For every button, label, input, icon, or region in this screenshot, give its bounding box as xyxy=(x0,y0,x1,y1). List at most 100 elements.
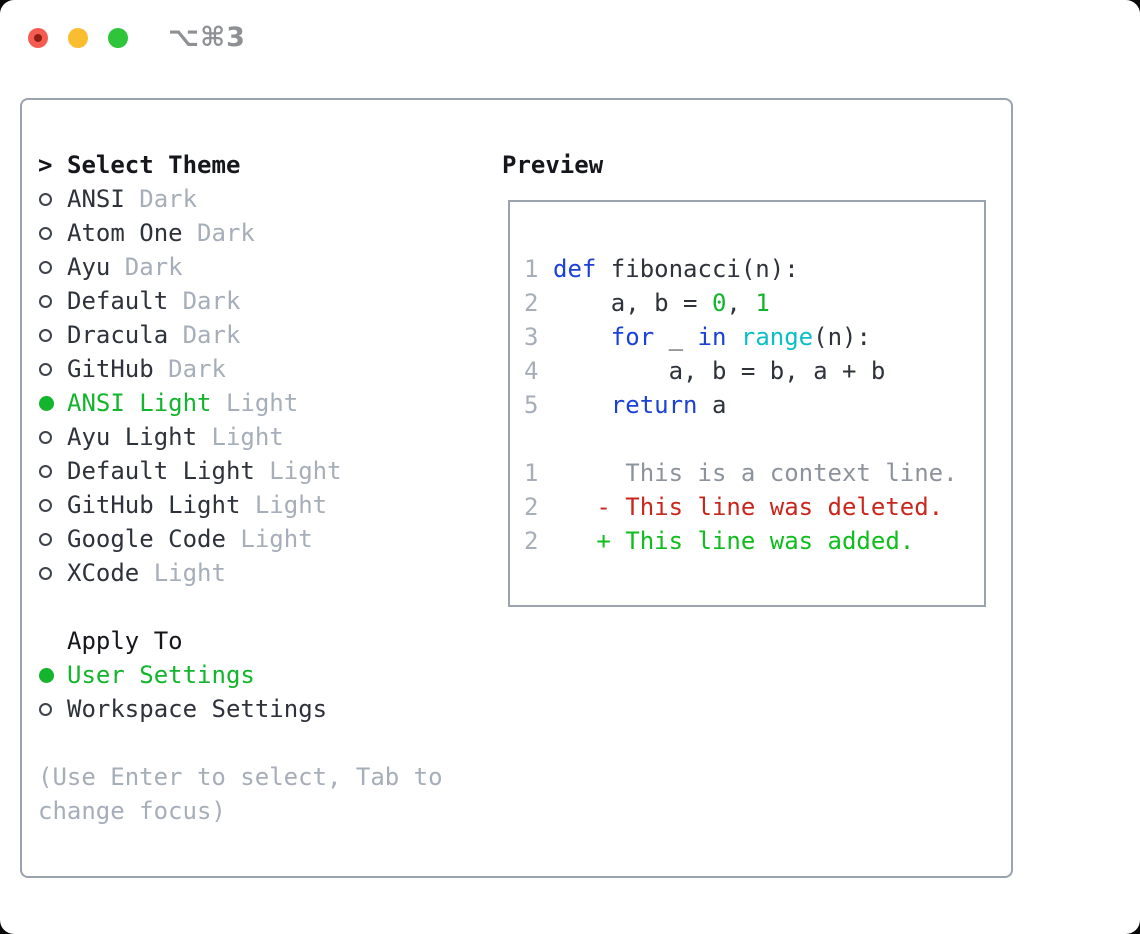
theme-variant-label: Light xyxy=(240,491,328,519)
theme-option-dracula[interactable]: Dracula Dark xyxy=(38,318,478,352)
token-keyword: def xyxy=(553,255,597,283)
code-line: 2 a, b = 0, 1 xyxy=(524,286,984,320)
theme-variant-label: Light xyxy=(211,389,299,417)
zoom-button[interactable] xyxy=(108,28,128,48)
token-plain xyxy=(553,391,611,419)
theme-option-xcode[interactable]: XCode Light xyxy=(38,556,478,590)
spacer xyxy=(38,590,478,624)
code-text: return a xyxy=(553,391,727,419)
theme-option-github-light[interactable]: GitHub Light Light xyxy=(38,488,478,522)
spacer xyxy=(38,726,478,760)
theme-option-label: Ayu xyxy=(67,253,111,281)
token-plain: a xyxy=(697,391,727,419)
token-plain: , xyxy=(726,289,756,317)
radio-icon xyxy=(38,362,67,376)
close-button[interactable] xyxy=(28,28,48,48)
radio-selected-icon xyxy=(38,395,67,411)
diff-line-context: 1 This is a context line. xyxy=(524,456,984,490)
theme-option-ansi[interactable]: ANSI Dark xyxy=(38,182,478,216)
code-line: 4 a, b = b, a + b xyxy=(524,354,984,388)
theme-option-default[interactable]: Default Dark xyxy=(38,284,478,318)
token-keyword: for xyxy=(610,323,655,351)
token-plain xyxy=(553,323,611,351)
preview-title: Preview xyxy=(502,151,604,179)
radio-icon xyxy=(38,328,67,342)
radio-icon xyxy=(38,226,67,240)
radio-icon xyxy=(38,260,67,274)
line-number: 2 xyxy=(524,527,539,555)
radio-selected-icon xyxy=(38,667,67,683)
theme-variant-label: Light xyxy=(225,525,313,553)
theme-option-ayu-light[interactable]: Ayu Light Light xyxy=(38,420,478,454)
token-function: range xyxy=(740,323,814,351)
token-keyword: in xyxy=(697,323,727,351)
diff-text: - This line was deleted. xyxy=(553,493,944,521)
radio-icon xyxy=(38,294,67,308)
theme-variant-label: Dark xyxy=(168,287,241,315)
code-text: a, b = b, a + b xyxy=(553,357,886,385)
theme-option-default-light[interactable]: Default Light Light xyxy=(38,454,478,488)
radio-icon xyxy=(38,498,67,512)
apply-option-label: User Settings xyxy=(67,661,255,689)
line-number: 2 xyxy=(524,493,539,521)
theme-option-label: ANSI Light xyxy=(67,389,212,417)
line-number: 3 xyxy=(524,323,539,351)
theme-option-label: GitHub Light xyxy=(67,491,241,519)
diff-block: 1 This is a context line.2 - This line w… xyxy=(524,456,984,558)
theme-variant-label: Dark xyxy=(168,321,241,349)
code-text: def fibonacci(n): xyxy=(553,255,799,283)
radio-icon xyxy=(38,192,67,206)
token-plain: (n): xyxy=(813,323,871,351)
apply-to-header: Apply To xyxy=(38,624,478,658)
line-number: 2 xyxy=(524,289,539,317)
theme-option-ayu[interactable]: Ayu Dark xyxy=(38,250,478,284)
diff-line-deleted: 2 - This line was deleted. xyxy=(524,490,984,524)
theme-option-github[interactable]: GitHub Dark xyxy=(38,352,478,386)
theme-option-label: Google Code xyxy=(67,525,226,553)
radio-icon xyxy=(38,702,67,716)
theme-option-label: Atom One xyxy=(67,219,183,247)
apply-option-label: Workspace Settings xyxy=(67,695,328,723)
theme-option-atom-one[interactable]: Atom One Dark xyxy=(38,216,478,250)
radio-icon xyxy=(38,532,67,546)
theme-option-label: Ayu Light xyxy=(67,423,198,451)
focus-caret-icon: > xyxy=(38,151,53,179)
apply-option-workspace-settings[interactable]: Workspace Settings xyxy=(38,692,478,726)
apply-option-user-settings[interactable]: User Settings xyxy=(38,658,478,692)
code-line: 3 for _ in range(n): xyxy=(524,320,984,354)
minimize-button[interactable] xyxy=(68,28,88,48)
theme-variant-label: Dark xyxy=(182,219,255,247)
radio-icon xyxy=(38,566,67,580)
theme-variant-label: Light xyxy=(139,559,226,587)
help-text: (Use Enter to select, Tab to change focu… xyxy=(38,763,443,825)
theme-option-label: Default Light xyxy=(67,457,255,485)
theme-option-label: GitHub xyxy=(67,355,154,383)
token-plain: a, b = xyxy=(553,289,712,317)
token-plain: a, b = b, a + b xyxy=(553,357,886,385)
theme-variant-label: Dark xyxy=(110,253,183,281)
token-keyword: return xyxy=(610,391,698,419)
theme-option-ansi-light[interactable]: ANSI Light Light xyxy=(38,386,478,420)
diff-line-added: 2 + This line was added. xyxy=(524,524,984,558)
line-number: 1 xyxy=(524,459,539,487)
keyboard-shortcut-label: ⌥⌘3 xyxy=(168,22,246,53)
theme-variant-label: Dark xyxy=(124,185,198,213)
apply-to-title: Apply To xyxy=(67,627,183,655)
radio-icon xyxy=(38,430,67,444)
diff-text: + This line was added. xyxy=(553,527,915,555)
code-line: 1 def fibonacci(n): xyxy=(524,252,984,286)
line-number: 4 xyxy=(524,357,539,385)
select-theme-title: Select Theme xyxy=(67,151,241,179)
code-text: for _ in range(n): xyxy=(553,323,871,351)
radio-icon xyxy=(38,464,67,478)
theme-variant-label: Light xyxy=(197,423,284,451)
theme-variant-label: Dark xyxy=(153,355,226,383)
theme-option-label: Default xyxy=(67,287,169,315)
theme-option-google-code[interactable]: Google Code Light xyxy=(38,522,478,556)
line-number: 1 xyxy=(524,255,539,283)
select-theme-header: > Select Theme xyxy=(38,148,478,182)
